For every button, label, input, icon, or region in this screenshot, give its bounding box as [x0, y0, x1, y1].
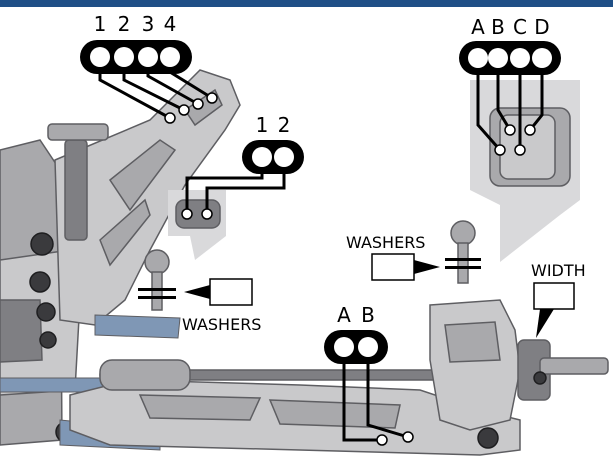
washers-upper-arrow: [414, 260, 440, 274]
chassis-inner: [0, 299, 43, 363]
pill-bottom: [324, 330, 388, 364]
label-right-d: D: [534, 15, 549, 39]
ball-stud-lower: [138, 249, 176, 311]
label-top-4: 4: [164, 12, 177, 36]
washer-lower-1: [138, 288, 176, 291]
bolt-1: [30, 232, 54, 256]
ball-stud-upper-head: [450, 220, 476, 246]
leader-bottom-b: [366, 347, 409, 439]
hole-markers: [164, 92, 536, 446]
label-mid-2: 2: [278, 113, 291, 137]
washer-lower-2: [138, 296, 176, 299]
dot-right-a: [468, 48, 488, 68]
dot-mid-1: [252, 147, 272, 167]
dot-right-d: [532, 48, 552, 68]
label-bottom-a: A: [337, 303, 351, 327]
washer-upper-1: [445, 258, 481, 261]
dot-top-1: [90, 47, 110, 67]
tower-hole-1: [164, 112, 176, 124]
closeup-hole-1: [181, 208, 193, 220]
arm-bolt: [477, 427, 499, 449]
bolt-2: [29, 271, 51, 293]
blue-plate-upper: [94, 314, 181, 339]
tower-hole-3: [192, 98, 204, 110]
hole-label-groups: 1 2 3 4 1 2 A B C D A B: [80, 12, 561, 364]
washers-lower-label: WASHERS: [182, 315, 261, 334]
label-right-b: B: [491, 15, 505, 39]
label-top-1: 1: [94, 12, 107, 36]
dot-right-b: [488, 48, 508, 68]
tower-hole-4: [206, 92, 218, 104]
hub-hole-b: [504, 124, 516, 136]
label-mid-1: 1: [256, 113, 269, 137]
washers-lower-arrow: [184, 285, 210, 299]
washers-upper-label: WASHERS: [346, 233, 425, 252]
tower-hole-2: [178, 104, 190, 116]
leader-bottom-a: [342, 347, 382, 442]
label-right-a: A: [471, 15, 485, 39]
ball-stud-upper-shank: [457, 242, 469, 284]
bolt-3: [36, 302, 56, 322]
post-cap: [47, 123, 109, 141]
axle: [539, 357, 609, 375]
pill-mid: [242, 140, 304, 174]
hub-carrier: [429, 299, 521, 431]
hub-hole-d: [524, 124, 536, 136]
leader-right-b: [496, 58, 512, 131]
tower-cutout-2: [99, 198, 151, 267]
width-label: WIDTH: [531, 261, 586, 280]
label-top-3: 3: [142, 12, 155, 36]
dot-right-c: [510, 48, 530, 68]
shock-tower: [54, 69, 241, 326]
arm-hole-b: [402, 431, 414, 443]
width-arrow: [536, 309, 554, 338]
hex-pin: [533, 371, 547, 385]
washers-upper-callout: WASHERS: [346, 233, 440, 281]
width-box: [533, 282, 575, 310]
label-right-c: C: [513, 15, 527, 39]
cv-joint: [99, 359, 191, 391]
washer-upper-2: [445, 266, 481, 269]
arm-hole-a: [376, 434, 388, 446]
tower-post: [64, 139, 88, 241]
washers-upper-box: [371, 253, 415, 281]
ball-stud-lower-head: [144, 249, 170, 275]
label-top-2: 2: [118, 12, 131, 36]
leader-right-d: [528, 58, 544, 131]
dot-mid-2: [274, 147, 294, 167]
dot-top-3: [138, 47, 158, 67]
washers-lower-callout: WASHERS: [182, 278, 261, 334]
washers-lower-box: [209, 278, 253, 306]
dot-bottom-b: [358, 337, 378, 357]
leader-right-a: [476, 58, 502, 151]
dot-bottom-a: [334, 337, 354, 357]
dot-top-2: [114, 47, 134, 67]
hub-face: [444, 321, 501, 363]
closeup-hole-2: [201, 208, 213, 220]
hub-hole-a: [494, 144, 506, 156]
dot-top-4: [160, 47, 180, 67]
bolt-4: [39, 331, 57, 349]
width-callout: WIDTH: [531, 261, 586, 338]
top-bar: [0, 0, 613, 7]
ball-stud-upper: [445, 220, 481, 284]
arm-cutout-2: [268, 399, 401, 429]
arm-cutout-1: [138, 394, 262, 421]
tower-cutout-1: [108, 139, 177, 212]
hub-hole-c: [514, 144, 526, 156]
label-bottom-b: B: [361, 303, 375, 327]
pill-top: [80, 40, 192, 74]
